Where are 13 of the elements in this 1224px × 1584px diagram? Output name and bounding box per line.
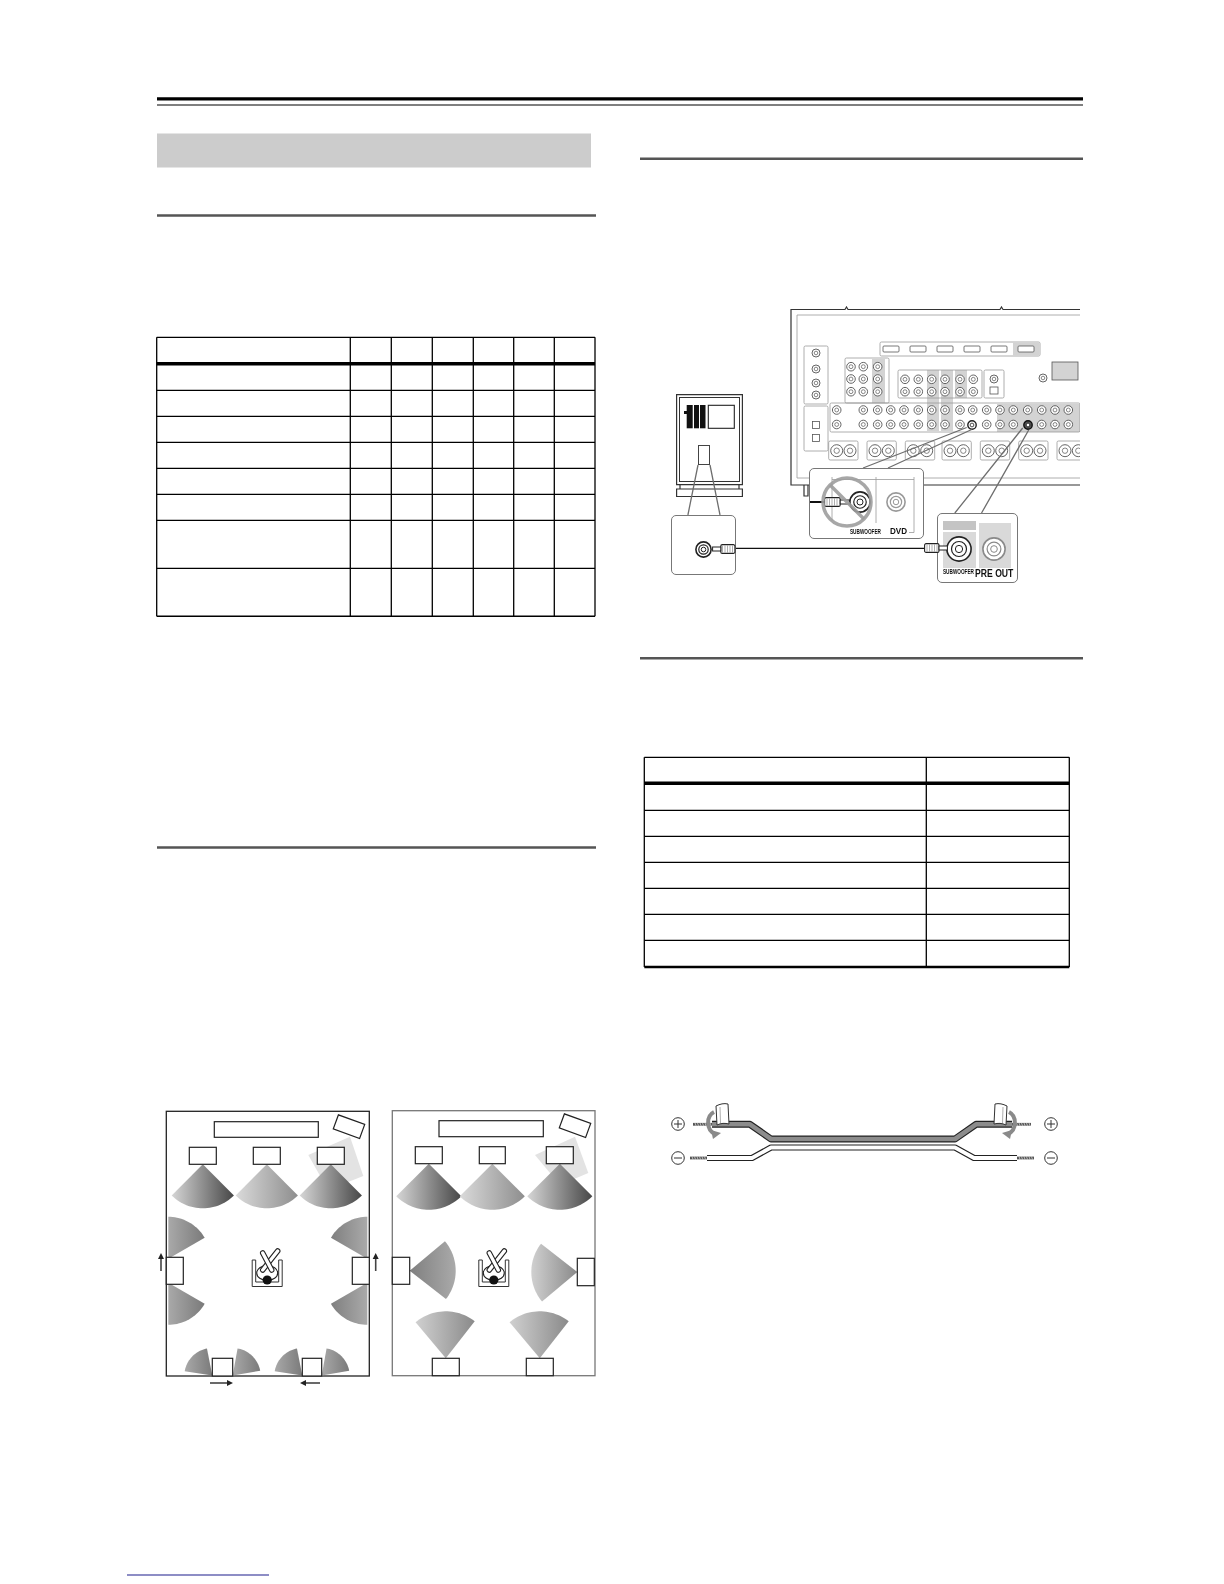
jack-group-label: PRE OUT xyxy=(975,568,1014,580)
jack xyxy=(1022,420,1033,430)
zoom-inset xyxy=(809,468,924,539)
subwoofer xyxy=(676,394,743,497)
zoom-inset xyxy=(937,513,1018,583)
callout-line xyxy=(954,427,1030,514)
callout-line xyxy=(862,426,973,469)
jack-group-label: DVD xyxy=(890,526,908,536)
zoom-inset xyxy=(671,515,736,575)
jack xyxy=(966,419,977,430)
input-terminal xyxy=(698,445,710,465)
callout-line xyxy=(687,464,721,516)
receiver-back-panel xyxy=(790,306,1080,498)
